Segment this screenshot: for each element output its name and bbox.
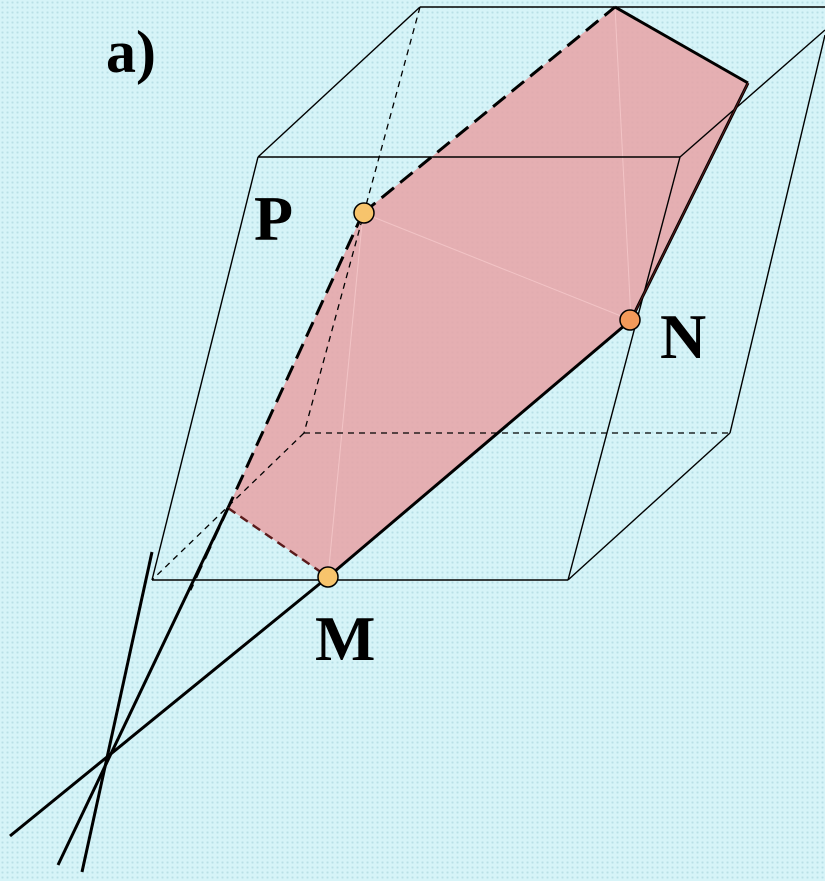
section-hidden-bottom-edge (227, 507, 329, 578)
point-m-label: M (315, 603, 375, 674)
point-p-marker (353, 202, 375, 224)
section-dashed-edges (226, 5, 616, 509)
prism-solid-edges (151, 6, 825, 581)
point-n-marker (619, 309, 641, 331)
construction-lines (9, 507, 329, 873)
section-thin-edge (630, 82, 749, 321)
figure-label: a) (106, 19, 156, 85)
point-p-label: P (254, 183, 293, 254)
section-inner-lines (327, 6, 632, 578)
point-m-marker (317, 566, 339, 588)
construction-dashed-lines (188, 507, 230, 591)
point-n-label: N (660, 301, 706, 372)
section-polygon (228, 7, 748, 577)
